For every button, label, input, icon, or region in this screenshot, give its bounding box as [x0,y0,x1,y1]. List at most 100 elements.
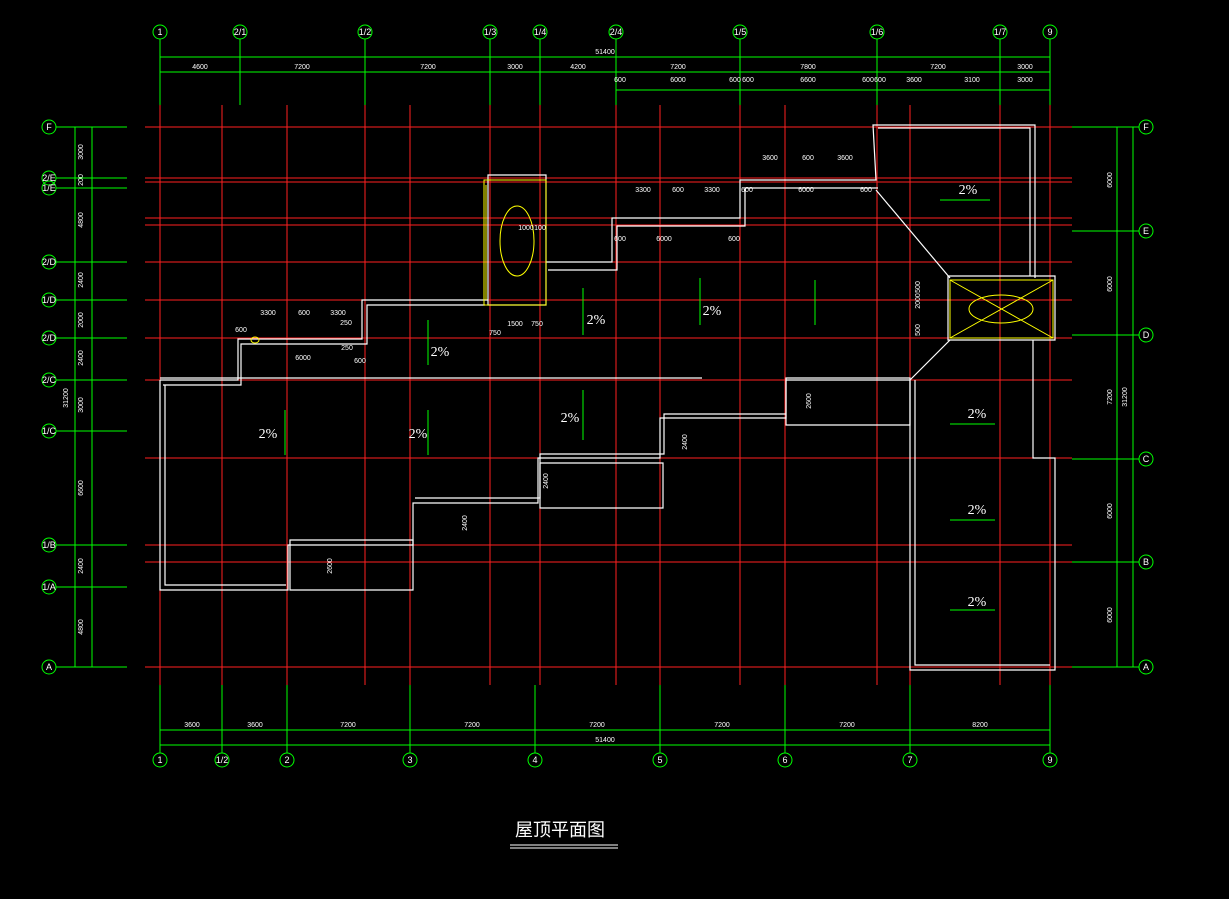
axis-label-top: 1/2 [359,27,372,37]
dimension-inner: 250 [341,345,353,352]
axis-label-left: 1/C [42,426,57,436]
dimension-left: 2400 [78,272,85,288]
axis-label-top: 1/4 [534,27,547,37]
axis-label-left: A [46,662,52,672]
dimension-left: 4800 [78,619,85,635]
axis-label-left: 2/C [42,375,57,385]
axis-label-top: 1 [157,27,162,37]
axis-label-left: 2/E [42,173,56,183]
dimension-inner: 100 [534,225,546,232]
dimension-inner: 600 [614,236,626,243]
dimension-inner: 600 [354,358,366,365]
dimension-inner: 600 [672,187,684,194]
axis-label-left: 2/D [42,257,57,267]
dimension-inner: 1000 [518,225,534,232]
dimension-inner: 600 [235,327,247,334]
dimension-inner: 600 [802,155,814,162]
dimension-inner: 600 [741,187,753,194]
building-outline [159,124,1056,671]
dimension-top: 6000 [670,77,686,84]
dimension-inner: 3300 [704,187,720,194]
dimension-left: 200 [78,174,85,186]
dimension-inner: 2400 [543,473,550,489]
dimension-top: 600 [742,77,754,84]
axis-label-right: A [1143,662,1149,672]
dimension-left: 2400 [78,558,85,574]
axis-label-left: 1/A [42,582,56,592]
dimension-bottom: 3600 [247,722,263,729]
axis-label-bottom: 6 [782,755,787,765]
dimension-bottom: 7200 [589,722,605,729]
dimension-inner: 500 [915,324,922,336]
dimension-top: 7200 [420,64,436,71]
dimension-top: 3000 [1017,64,1033,71]
slope-label: 2% [259,427,278,442]
dimension-top: 7200 [930,64,946,71]
dimension-inner: 6000 [295,355,311,362]
dimension-bottom: 7200 [714,722,730,729]
slope-label: 2% [703,304,722,319]
dimension-top: 6600 [800,77,816,84]
dimension-left: 2400 [78,350,85,366]
axis-label-bottom: 5 [657,755,662,765]
dimension-inner: 3300 [260,310,276,317]
dimension-inner: 2600 [806,393,813,409]
axis-label-left: 2/D [42,333,57,343]
slope-label: 2% [959,183,978,198]
dimension-inner: 1500 [507,321,523,328]
dimension-inner: 3300 [635,187,651,194]
axis-label-right: D [1143,330,1150,340]
slope-label: 2% [968,595,987,610]
dimension-inner: 3300 [330,310,346,317]
dimension-top: 600 [862,77,874,84]
dimension-inner: 6000 [656,236,672,243]
dimension-right: 6000 [1107,172,1114,188]
dimension-right: 6000 [1107,607,1114,623]
dimension-bottom: 3600 [184,722,200,729]
dimension-inner: 2600 [327,558,334,574]
axis-label-right: E [1143,226,1149,236]
axis-label-bottom: 3 [407,755,412,765]
dimension-top: 3600 [906,77,922,84]
dimension-top: 600 [729,77,741,84]
dimension-inner: 2400 [682,434,689,450]
dimension-top: 7200 [294,64,310,71]
axis-label-bottom: 4 [532,755,537,765]
slope-label: 2% [409,427,428,442]
dimension-inner: 600 [860,187,872,194]
dimension-left: 3000 [78,144,85,160]
dimension-top: 600 [614,77,626,84]
slope-label: 2% [587,313,606,328]
roof-features [250,179,1054,344]
slope-label: 2% [431,345,450,360]
dimension-total-left: 31200 [63,388,70,408]
axis-label-left: 1/D [42,295,57,305]
dimension-bottom: 7200 [464,722,480,729]
dimension-top: 600 [874,77,886,84]
dimension-top: 7200 [670,64,686,71]
dimension-top: 3000 [507,64,523,71]
drawing-title: 屋顶平面图 [515,820,605,841]
dimension-left: 2000 [78,312,85,328]
dimension-right: 6000 [1107,503,1114,519]
axis-label-top: 1/7 [994,27,1007,37]
axis-label-right: B [1143,557,1149,567]
dimension-bottom: 7200 [340,722,356,729]
axis-label-bottom: 7 [907,755,912,765]
axis-label-left: F [46,122,52,132]
dimension-inner: 600 [298,310,310,317]
dimension-left: 3000 [78,397,85,413]
axis-label-bottom: 1/2 [216,755,229,765]
axis-label-bottom: 2 [284,755,289,765]
dimension-inner: 500 [915,281,922,293]
slope-label: 2% [561,411,580,426]
dimension-total-top: 51400 [595,49,615,56]
dimension-top: 4600 [192,64,208,71]
axis-label-top: 9 [1047,27,1052,37]
dimension-inner: 250 [340,320,352,327]
dimension-right: 6000 [1107,276,1114,292]
slope-label: 2% [968,407,987,422]
axis-label-left: 1/E [42,183,56,193]
